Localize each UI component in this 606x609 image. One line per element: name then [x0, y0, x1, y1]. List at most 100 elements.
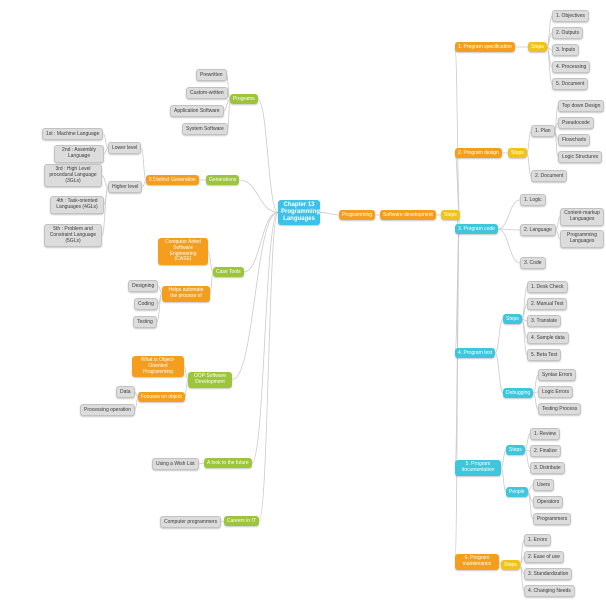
node-plan[interactable]: 1. Plan [531, 125, 555, 137]
edge-higher-fifth [101, 186, 109, 237]
node-appsoftware[interactable]: Application Software [170, 105, 224, 117]
node-errors[interactable]: 1. Errors [524, 534, 552, 546]
node-wishlist[interactable]: Using a Wish List [152, 458, 199, 470]
node-whats[interactable]: What is Object-Oriented Programming [132, 356, 184, 378]
node-pseudocode[interactable]: Pseudocode [558, 117, 594, 129]
node-logicerr[interactable]: Logic Errors [538, 386, 573, 398]
edge-oop-focuses [184, 379, 189, 398]
node-case[interactable]: Computer Aided Software Engineering (CAS… [158, 238, 208, 265]
edge-code-code3 [497, 228, 521, 264]
node-processing[interactable]: 4. Processing [552, 61, 591, 73]
edge-design-steps-document2 [526, 152, 532, 177]
node-designing[interactable]: Designing [128, 280, 159, 292]
node-document5[interactable]: 5. Document [552, 78, 589, 90]
node-programs[interactable]: Programs [230, 94, 258, 104]
node-case-tools[interactable]: Case Tools [213, 267, 244, 277]
node-prewritten[interactable]: Prewritten [196, 69, 227, 81]
node-testproc[interactable]: Testing Process [538, 403, 582, 415]
edge-center-programming [319, 211, 340, 216]
node-test[interactable]: 4. Program test [455, 348, 496, 358]
node-debugging[interactable]: Debugging [503, 388, 534, 398]
edge-helps-testing [156, 293, 163, 323]
node-inputs[interactable]: 3. Inputs [552, 44, 580, 56]
node-programmers[interactable]: Programmers [533, 513, 572, 525]
node-maint[interactable]: 6. Program maintenance [455, 554, 499, 570]
node-syntaxerr[interactable]: Syntax Errors [538, 369, 577, 381]
node-generations[interactable]: Generations [206, 175, 240, 185]
node-objectives[interactable]: 1. Objectives [552, 10, 589, 22]
node-code3[interactable]: 3. Code [520, 257, 546, 269]
edge-case-tools-case [207, 251, 214, 273]
node-customwritten[interactable]: Custom-written [186, 87, 228, 99]
node-steps-main[interactable]: Steps [441, 210, 460, 220]
node-language[interactable]: 2. Language [520, 224, 556, 236]
node-distribute[interactable]: 3. Distribute [530, 462, 565, 474]
node-easeofuse[interactable]: 2. Ease of use [524, 551, 564, 563]
node-spec-steps[interactable]: Steps [528, 42, 547, 52]
node-coding[interactable]: Coding [134, 298, 158, 310]
node-prog-langs[interactable]: Programming Languages [560, 230, 604, 248]
edge-lower-second [103, 147, 109, 155]
node-lower[interactable]: Lower level [108, 142, 142, 154]
edge-test-steps-manualtest [521, 303, 528, 320]
node-gen5[interactable]: 5 Distinct Generation [146, 175, 199, 185]
edge-programs-appsoftware [223, 98, 231, 112]
node-procop[interactable]: Processing operation [80, 404, 135, 416]
edge-oop-whats [183, 366, 189, 381]
node-users[interactable]: Users [533, 479, 555, 491]
edge-center-programs [257, 98, 279, 213]
node-design[interactable]: 2. Program design [455, 148, 502, 158]
node-future[interactable]: A look to the future [204, 458, 252, 468]
node-careers[interactable]: Careers in IT [224, 516, 259, 526]
edge-language-content-markup [555, 216, 561, 231]
node-changingneeds[interactable]: 4. Changing Needs [524, 585, 575, 597]
node-flowcharts[interactable]: Flowcharts [558, 134, 591, 146]
node-people[interactable]: People [506, 487, 528, 497]
node-review[interactable]: 1. Review [530, 428, 560, 440]
node-fifth[interactable]: 5th : Problem and Constraint Language (5… [44, 224, 102, 248]
node-higher[interactable]: Higher level [108, 181, 143, 193]
node-fourth[interactable]: 4th : Task-oriented Languages (4GLs) [50, 196, 104, 214]
node-logic[interactable]: 1. Logic [520, 194, 546, 206]
node-deskcheck[interactable]: 1. Desk Check [527, 281, 568, 293]
node-center[interactable]: Chapter 13 Programming Languages [278, 200, 320, 225]
node-content-markup[interactable]: Content-markup Languages [560, 208, 604, 226]
node-doc-steps[interactable]: Steps [506, 445, 525, 455]
node-second[interactable]: 2nd : Assembly Language [54, 145, 104, 163]
edge-higher-third [101, 175, 109, 188]
node-betatest[interactable]: 5. Beta Test [527, 349, 562, 361]
node-focuses[interactable]: Focuses on object [138, 392, 185, 402]
node-doc[interactable]: 5. Program documentation [455, 460, 501, 476]
edge-design-steps-plan [526, 130, 532, 154]
node-finalize[interactable]: 2. Finalize [530, 445, 561, 457]
node-sampledata[interactable]: 4. Sample data [527, 332, 569, 344]
node-standardization[interactable]: 3. Standardization [524, 568, 573, 580]
node-test-steps[interactable]: Steps [503, 314, 522, 324]
node-third[interactable]: 3rd : High Level procedural Language (3G… [44, 164, 102, 188]
node-operators[interactable]: Operators [533, 496, 564, 508]
node-programming[interactable]: Programming [339, 210, 376, 220]
node-software-dev[interactable]: Software development [380, 210, 436, 220]
edge-debugging-syntaxerr [532, 374, 539, 394]
node-manualtest[interactable]: 2. Manual Test [527, 298, 568, 310]
node-syssoftware[interactable]: System Software [182, 123, 228, 135]
node-testing[interactable]: Testing [133, 316, 157, 328]
edge-spec-steps-outputs [546, 32, 553, 48]
node-translate[interactable]: 3. Translate [527, 315, 562, 327]
node-oop[interactable]: OOP Software Development [188, 372, 232, 388]
node-topdown[interactable]: Top down Design [558, 100, 605, 112]
node-outputs[interactable]: 2. Outputs [552, 27, 584, 39]
node-data[interactable]: Data [116, 386, 135, 398]
node-maint-steps[interactable]: Steps [501, 560, 520, 570]
node-design-steps[interactable]: Steps [508, 148, 527, 158]
edge-programs-syssoftware [227, 98, 231, 130]
node-spec[interactable]: 1. Program specification [455, 42, 515, 52]
node-logicstruct[interactable]: Logic Structures [558, 151, 603, 163]
node-code[interactable]: 3. Program code [455, 224, 498, 234]
node-compprog[interactable]: Computer programmers [160, 516, 222, 528]
node-helps[interactable]: Helps automate the process of [162, 286, 210, 302]
node-document2[interactable]: 2. Document [531, 170, 568, 182]
edge-people-programmers [527, 491, 534, 520]
node-first[interactable]: 1st : Machine Language [42, 128, 104, 140]
